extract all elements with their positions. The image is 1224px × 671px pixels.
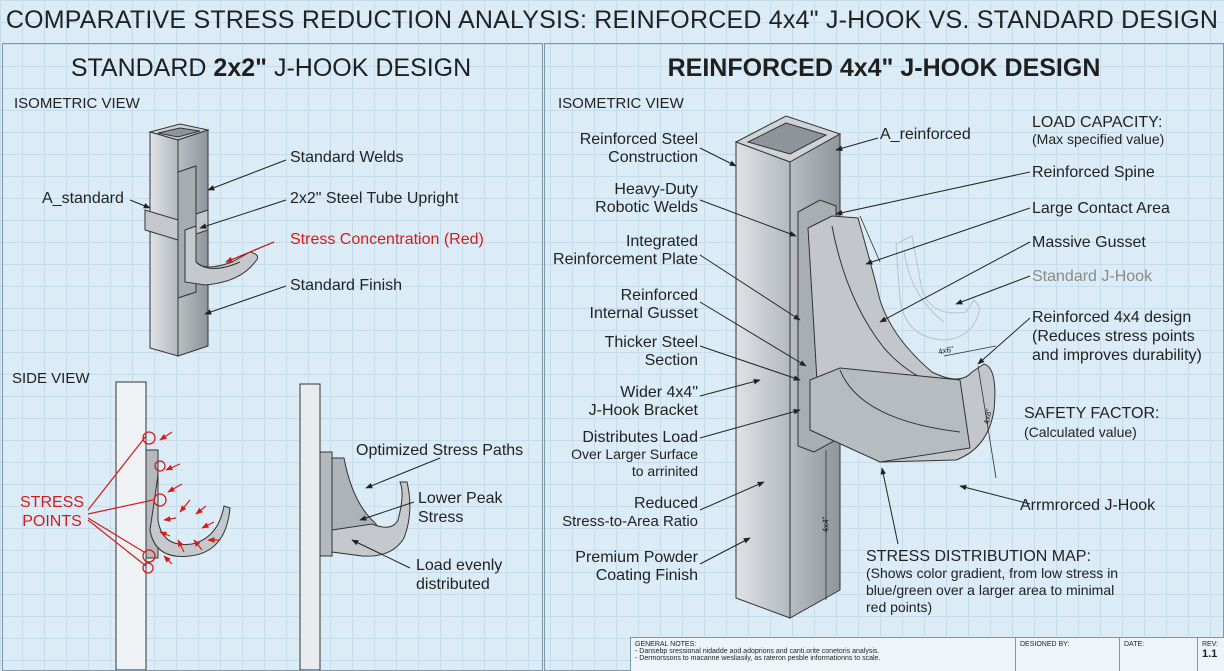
load-capacity-label: LOAD CAPACITY:(Max specified value) — [1032, 114, 1165, 147]
left-isometric-view-label: ISOMETRIC VIEW — [14, 95, 140, 112]
date-cell: DATE: — [1119, 638, 1197, 671]
standard-finish-label: Standard Finish — [290, 277, 403, 294]
designed-by-cell: DESIONED BY: — [1015, 638, 1119, 671]
revision-cell: REV: 1.1 — [1197, 638, 1224, 671]
leader-lines — [129, 137, 1031, 569]
armored-jhook-label: Arrmrorced J-Hook — [1020, 497, 1156, 514]
reinforced-jhook-isometric — [734, 115, 996, 619]
page-title: COMPARATIVE STRESS REDUCTION ANALYSIS: R… — [5, 6, 1219, 34]
reinforced-design-label: Reinforced 4x4 design(Reduces stress poi… — [1032, 309, 1202, 364]
left-panel-heading: STANDARD 2x2" J-HOOK DESIGN — [70, 54, 472, 82]
optimized-stress-paths-label: Optimized Stress Paths — [356, 442, 524, 459]
general-notes-cell: GENERAL NOTES: - Dansebp sressional nida… — [635, 641, 881, 662]
title-block: GENERAL NOTES: - Dansebp sressional nida… — [630, 637, 1224, 671]
right-panel-heading: REINFORCED 4x4" J-HOOK DESIGN — [667, 54, 1101, 82]
steel-tube-label: 2x2" Steel Tube Upright — [290, 190, 459, 207]
right-isometric-view-label: ISOMETRIC VIEW — [558, 95, 684, 112]
standard-jhook-isometric — [144, 123, 259, 357]
callout-wider-bracket: Wider 4x4"J-Hook Bracket — [588, 384, 698, 419]
standard-jhook-side-view — [87, 381, 231, 670]
stress-concentration-label: Stress Concentration (Red) — [290, 231, 484, 248]
standard-jhook-ghost-label: Standard J-Hook — [1032, 268, 1153, 285]
large-contact-area-label: Large Contact Area — [1032, 200, 1170, 217]
optimized-jhook-side-view — [299, 383, 411, 670]
a-reinforced-label: A_reinforced — [880, 126, 971, 143]
ghost-standard-jhook — [895, 235, 981, 341]
left-side-view-label: SIDE VIEW — [12, 370, 90, 387]
massive-gusset-label: Massive Gusset — [1032, 234, 1146, 251]
dimension-label-a: 4x4" — [821, 516, 831, 533]
reinforced-spine-label: Reinforced Spine — [1032, 164, 1155, 181]
a-standard-label: A_standard — [42, 190, 124, 207]
stress-distribution-map-label: STRESS DISTRIBUTION MAP: (Shows color gr… — [866, 548, 1119, 615]
dimension-lines — [825, 215, 997, 600]
safety-factor-label: SAFETY FACTOR:(Calculated value) — [1024, 405, 1160, 440]
callout-distributes-load: Distributes Load Over Larger Surface to … — [571, 429, 698, 479]
standard-welds-label: Standard Welds — [290, 149, 404, 166]
